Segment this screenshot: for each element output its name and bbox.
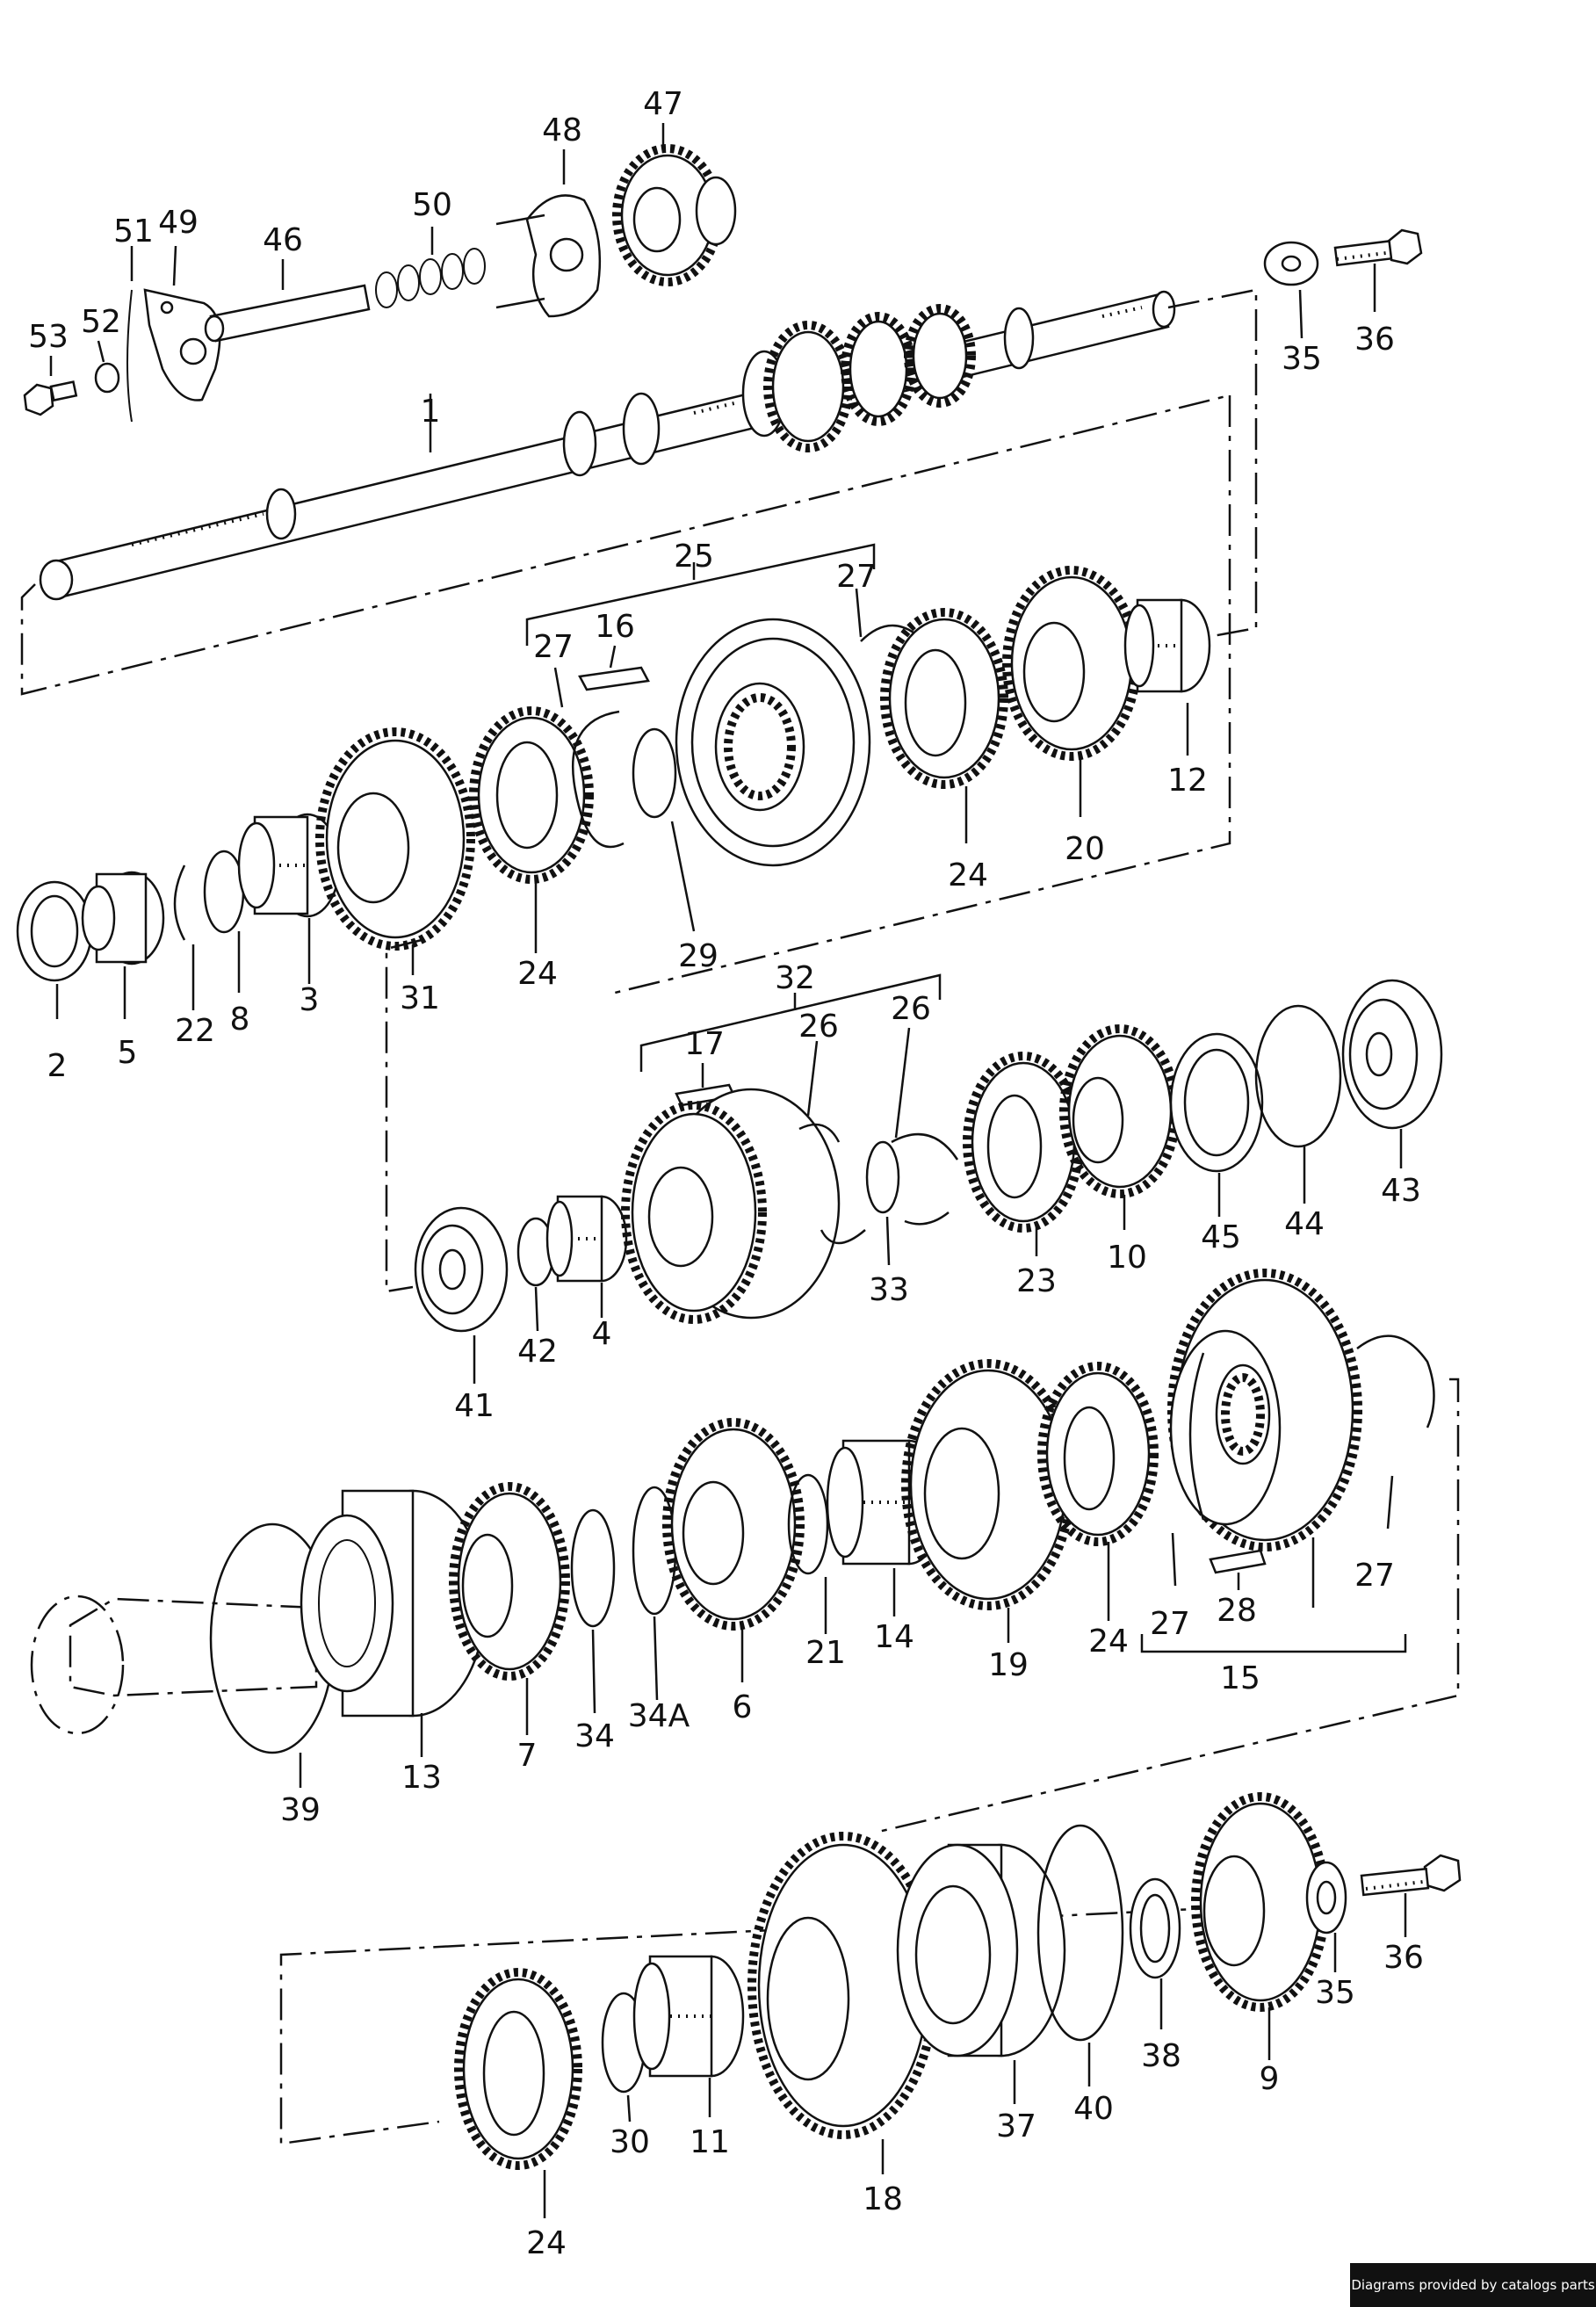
label-part-35-a: 35 (1282, 341, 1322, 377)
label-part-16: 16 (595, 609, 635, 645)
label-part-35-b: 35 (1315, 1975, 1355, 2011)
selector-parts-top (23, 123, 1423, 423)
label-part-34: 34 (574, 1718, 615, 1754)
label-part-37: 37 (996, 2108, 1036, 2144)
label-part-21: 21 (805, 1635, 846, 1671)
label-part-28: 28 (1217, 1593, 1257, 1629)
third-fourth-gear-assembly (414, 979, 1443, 1384)
label-part-24-a: 24 (517, 956, 558, 992)
label-part-2: 2 (47, 1048, 68, 1084)
label-part-36-b: 36 (1383, 1940, 1424, 1976)
fifth-gear-assembly (16, 566, 1211, 1019)
label-part-27-a: 27 (533, 629, 574, 665)
label-part-27-b: 27 (836, 559, 877, 595)
credit-badge: Diagrams provided by catalogs parts (1350, 2263, 1596, 2307)
label-part-10: 10 (1107, 1240, 1147, 1276)
label-part-34A: 34A (628, 1698, 690, 1734)
label-part-52: 52 (81, 304, 121, 340)
label-part-5: 5 (118, 1035, 138, 1071)
label-part-13: 13 (401, 1760, 442, 1796)
label-part-27-d: 27 (1354, 1558, 1395, 1594)
pinion-shaft-assembly (30, 1269, 1435, 1788)
label-part-46: 46 (263, 222, 303, 258)
label-part-7: 7 (517, 1738, 538, 1774)
label-part-26-b: 26 (891, 991, 931, 1027)
label-part-9: 9 (1260, 2061, 1280, 2097)
label-part-19: 19 (988, 1647, 1029, 1683)
label-part-8: 8 (230, 1002, 250, 1038)
label-part-53: 53 (28, 319, 69, 355)
label-part-43: 43 (1381, 1173, 1421, 1209)
label-part-12: 12 (1167, 763, 1208, 799)
label-part-3: 3 (300, 982, 320, 1018)
label-part-23: 23 (1016, 1263, 1057, 1299)
label-part-4: 4 (592, 1316, 612, 1352)
label-part-20: 20 (1065, 831, 1105, 867)
label-part-36-a: 36 (1354, 322, 1395, 358)
label-part-15: 15 (1220, 1660, 1260, 1696)
part-number-labels: 1 2 3 4 5 6 7 8 9 10 11 12 13 14 15 16 1… (28, 86, 1424, 2261)
label-part-42: 42 (517, 1334, 558, 1370)
label-part-22: 22 (175, 1013, 215, 1049)
label-part-51: 51 (113, 213, 154, 250)
label-part-24-c: 24 (1088, 1624, 1129, 1660)
label-part-50: 50 (412, 187, 452, 223)
label-part-30: 30 (610, 2124, 650, 2160)
label-part-47: 47 (643, 86, 683, 122)
main-shaft-assembly (39, 290, 1176, 601)
label-part-40: 40 (1073, 2091, 1114, 2127)
label-part-26-a: 26 (798, 1009, 839, 1045)
label-part-14: 14 (874, 1619, 914, 1655)
reverse-gear-assembly (454, 1792, 1462, 2218)
label-part-25: 25 (674, 539, 714, 575)
label-part-27-c: 27 (1150, 1606, 1190, 1642)
label-part-17: 17 (684, 1026, 725, 1062)
label-part-41: 41 (454, 1388, 495, 1424)
label-part-45: 45 (1201, 1219, 1241, 1255)
label-part-24-d: 24 (526, 2225, 567, 2261)
label-part-33: 33 (869, 1272, 909, 1308)
label-part-6: 6 (733, 1689, 753, 1725)
label-part-49: 49 (158, 205, 199, 241)
label-part-11: 11 (690, 2124, 730, 2160)
label-part-39: 39 (280, 1792, 321, 1828)
label-part-38: 38 (1141, 2038, 1181, 2074)
label-part-32: 32 (775, 960, 815, 996)
label-part-29: 29 (678, 938, 719, 974)
label-part-31: 31 (400, 980, 440, 1016)
label-part-48: 48 (542, 112, 582, 148)
label-part-24-b: 24 (948, 857, 988, 893)
label-part-18: 18 (863, 2181, 903, 2217)
assembly-outlines (20, 288, 1460, 2145)
label-part-1: 1 (421, 394, 441, 430)
label-part-44: 44 (1284, 1206, 1325, 1242)
